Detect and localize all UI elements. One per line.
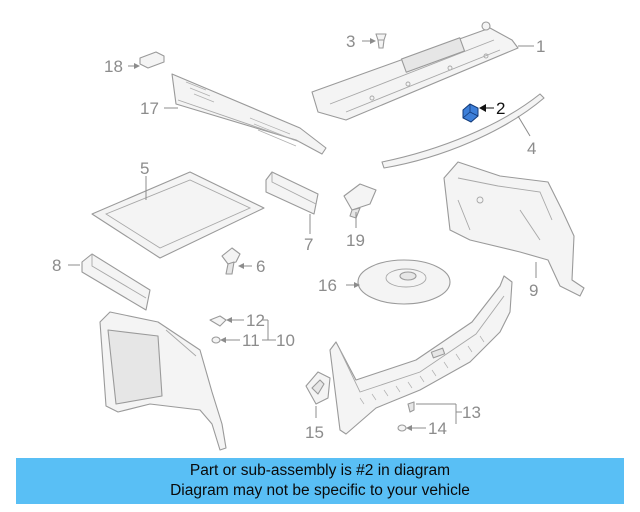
callout-17: 17 (140, 99, 159, 118)
sill-trim-part-8 (81, 253, 151, 311)
banner-line-2: Diagram may not be specific to your vehi… (170, 482, 470, 499)
cargo-cover-part-17 (171, 73, 327, 155)
callout-4: 4 (527, 139, 536, 158)
callout-7: 7 (304, 235, 313, 254)
panel-part-7 (265, 171, 319, 215)
bracket-part-19 (343, 183, 377, 219)
callout-12: 12 (246, 311, 265, 330)
callout-3: 3 (346, 32, 355, 51)
callout-6: 6 (256, 257, 265, 276)
callout-14: 14 (428, 419, 447, 438)
callout-1: 1 (536, 37, 545, 56)
callout-19: 19 (346, 231, 365, 250)
latch-cover-part-15 (305, 371, 331, 405)
callout-10: 10 (276, 331, 295, 350)
quarter-trim-part-10 (99, 311, 227, 451)
clip-part-18 (139, 51, 165, 69)
parts-diagram: 1 3 2 4 18 17 5 (52, 21, 585, 451)
floor-mat-part-5 (91, 171, 265, 259)
clip-part-3 (375, 33, 387, 49)
callout-8: 8 (52, 256, 61, 275)
callout-11: 11 (242, 331, 260, 350)
callout-16: 16 (318, 276, 337, 295)
package-tray-part-1 (311, 21, 519, 121)
callout-9: 9 (529, 281, 538, 300)
callout-2: 2 (496, 99, 505, 118)
sill-plate-part-13 (329, 275, 513, 435)
fastener-part-11 (211, 336, 221, 344)
side-trim-part-9 (443, 161, 585, 297)
trim-strip-part-4 (381, 93, 545, 169)
banner-line-1: Part or sub-assembly is #2 in diagram (189, 462, 451, 479)
clip-part-14 (397, 424, 407, 432)
spare-cover-part-16 (357, 259, 451, 305)
clip-part-12 (209, 315, 227, 327)
clip-part-6 (221, 247, 241, 275)
bracket-part-2-highlighted (462, 103, 479, 123)
callout-18: 18 (104, 57, 123, 76)
part-info-banner: Part or sub-assembly is #2 in diagram Di… (16, 458, 624, 504)
callout-5: 5 (140, 159, 149, 178)
callout-15: 15 (305, 423, 324, 442)
callout-13: 13 (462, 403, 481, 422)
